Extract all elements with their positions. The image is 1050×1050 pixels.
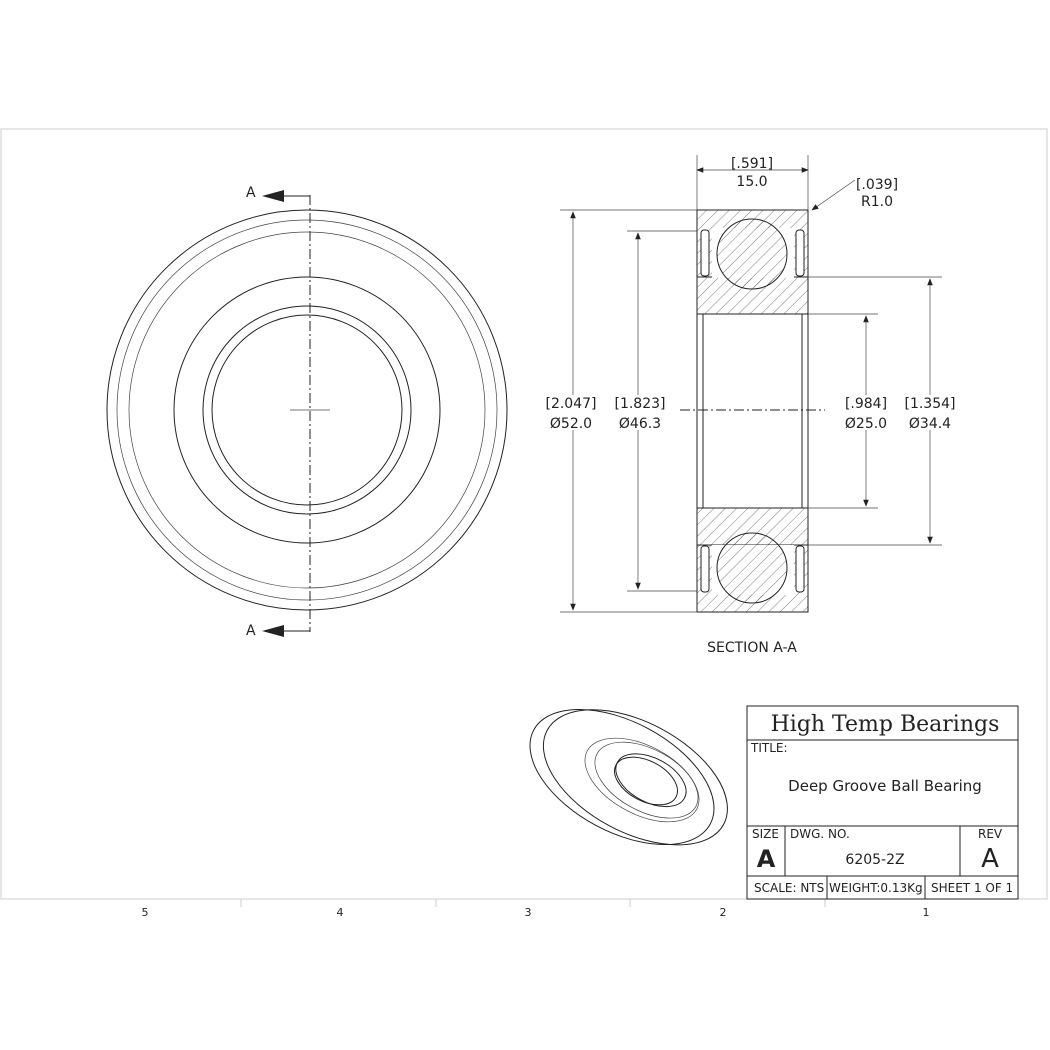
zone-label: 3 bbox=[525, 906, 532, 919]
dimensions: [.591] 15.0 [.039] R1.0 [2.047] Ø52.0 [1… bbox=[545, 155, 956, 613]
title-label: TITLE: bbox=[750, 741, 788, 755]
zone-label: 5 bbox=[142, 906, 149, 919]
dim-radius-mm: R1.0 bbox=[861, 194, 893, 210]
dim-shoulder-in: [1.354] bbox=[904, 396, 955, 412]
dim-bore-mm: Ø25.0 bbox=[845, 416, 887, 432]
dim-pitch-mm: Ø46.3 bbox=[619, 416, 661, 432]
section-marker-bottom: A bbox=[246, 623, 256, 639]
dwg-value: 6205-2Z bbox=[845, 852, 904, 868]
zone-label: 1 bbox=[923, 906, 930, 919]
size-value: A bbox=[757, 845, 776, 873]
title-value: Deep Groove Ball Bearing bbox=[788, 777, 982, 795]
title-block: High Temp Bearings TITLE: Deep Groove Ba… bbox=[746, 705, 1019, 900]
rev-label: REV bbox=[978, 827, 1003, 841]
isometric-view bbox=[529, 708, 728, 846]
rev-value: A bbox=[981, 844, 999, 874]
dim-radius-in: [.039] bbox=[856, 177, 898, 193]
dim-width-mm: 15.0 bbox=[736, 174, 767, 190]
dim-pitch-in: [1.823] bbox=[614, 396, 665, 412]
dim-width-in: [.591] bbox=[731, 156, 773, 172]
size-label: SIZE bbox=[752, 827, 779, 841]
zone-numbers: 5 4 3 2 1 bbox=[142, 906, 930, 919]
front-view: A A bbox=[106, 185, 508, 639]
zone-label: 2 bbox=[720, 906, 727, 919]
dim-od-in: [2.047] bbox=[545, 396, 596, 412]
weight-text: WEIGHT:0.13Kg bbox=[829, 881, 923, 895]
dim-od-mm: Ø52.0 bbox=[550, 416, 592, 432]
dwg-label: DWG. NO. bbox=[790, 827, 850, 841]
section-marker-top: A bbox=[246, 185, 256, 201]
dim-shoulder-mm: Ø34.4 bbox=[909, 416, 951, 432]
sheet-text: SHEET 1 OF 1 bbox=[931, 881, 1013, 895]
scale-text: SCALE: NTS bbox=[754, 881, 824, 895]
section-label: SECTION A-A bbox=[707, 640, 797, 656]
zone-label: 4 bbox=[337, 906, 344, 919]
section-view: SECTION A-A bbox=[680, 209, 825, 656]
dim-bore-in: [.984] bbox=[845, 396, 887, 412]
company-name: High Temp Bearings bbox=[771, 712, 1000, 737]
